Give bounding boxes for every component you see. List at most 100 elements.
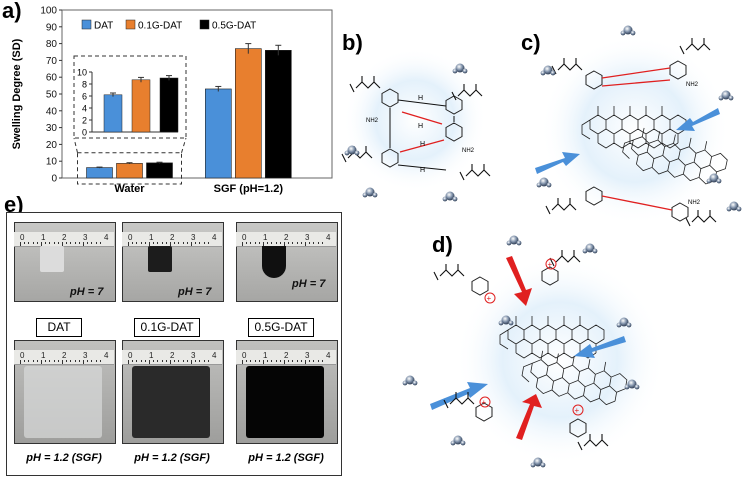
ruler-tick-label: 4 <box>326 233 331 242</box>
ruler-tick <box>288 242 290 244</box>
ruler-tick <box>53 242 55 244</box>
ruler-tick <box>41 242 42 246</box>
ruler-tick <box>279 360 281 362</box>
ruler-tick <box>157 360 159 362</box>
legend-swatch <box>125 19 136 30</box>
ruler-tick <box>28 242 30 244</box>
inset-y-tick-label: 8 <box>82 80 87 90</box>
ruler-tick-label: 2 <box>284 233 289 242</box>
h-label: H <box>418 95 423 102</box>
ruler-tick <box>128 242 129 246</box>
ruler-tick <box>149 242 150 246</box>
ruler-tick <box>66 360 68 362</box>
ruler-tick <box>99 360 101 362</box>
ruler-tick-label: 2 <box>62 351 67 360</box>
ruler-tick <box>36 242 38 244</box>
y-tick-label: 80 <box>46 39 58 50</box>
ruler-tick <box>292 242 294 244</box>
ruler-tick <box>203 360 205 362</box>
ruler-tick <box>45 360 47 362</box>
bar-0.1g-dat <box>235 48 262 179</box>
ruler-tick-label: 4 <box>212 233 217 242</box>
ruler-tick-label: 1 <box>149 351 154 360</box>
ruler-tick <box>49 242 51 244</box>
ruler-tick <box>271 360 273 362</box>
ruler-tick <box>279 242 281 244</box>
ruler-tick <box>317 360 319 362</box>
zoom-box <box>77 152 182 185</box>
ruler-tick-label: 3 <box>305 351 310 360</box>
ruler-tick <box>70 242 72 244</box>
inset-bar-0.5g-dat <box>159 77 179 133</box>
ruler-tick <box>275 242 277 244</box>
ruler-tick <box>74 360 76 362</box>
gel-sample <box>262 246 286 278</box>
ph-label: pH = 1.2 (SGF) <box>134 452 210 464</box>
ruler-tick-label: 1 <box>41 351 46 360</box>
ruler-tick <box>284 360 285 364</box>
ruler-tick <box>28 360 30 362</box>
ruler-tick <box>153 360 155 362</box>
ruler-tick <box>153 242 155 244</box>
ruler-tick-label: 0 <box>242 351 247 360</box>
ruler-tick-label: 4 <box>326 351 331 360</box>
ruler-tick <box>300 242 302 244</box>
ruler-tick-label: 3 <box>191 351 196 360</box>
y-tick-label: 0 <box>51 174 57 185</box>
ruler-tick <box>144 242 146 244</box>
ruler-tick <box>165 360 167 362</box>
ruler-tick <box>178 242 180 244</box>
panel-c-scheme: NH2 NH2 <box>535 25 742 227</box>
ruler-tick <box>305 242 306 246</box>
y-axis-label: Swelling Degree (SD) <box>11 38 23 149</box>
ruler-tick <box>74 242 76 244</box>
nh2-label: NH2 <box>462 148 475 154</box>
ph-label: pH = 1.2 (SGF) <box>248 452 324 464</box>
ruler-tick <box>136 242 138 244</box>
ruler-tick <box>250 360 252 362</box>
inset-y-tick-label: 4 <box>82 104 87 114</box>
ruler-tick <box>140 242 142 244</box>
y-tick-label: 40 <box>46 106 58 117</box>
ruler-tick <box>242 360 243 364</box>
legend-label: 0.1G-DAT <box>138 21 182 32</box>
ruler-tick-label: 3 <box>83 233 88 242</box>
ruler-tick-label: 0 <box>20 233 25 242</box>
ruler-tick <box>144 360 146 362</box>
bar-dat <box>205 88 232 179</box>
ruler-tick-label: 1 <box>41 233 46 242</box>
ruler-tick <box>199 242 201 244</box>
ruler-tick-label: 3 <box>191 233 196 242</box>
ruler-tick-label: 0 <box>128 351 133 360</box>
ruler-tick <box>20 360 21 364</box>
ruler-tick <box>186 360 188 362</box>
nh2-label: NH2 <box>686 82 699 88</box>
ruler-tick <box>186 242 188 244</box>
ruler-tick <box>300 360 302 362</box>
ruler-tick <box>66 242 68 244</box>
mechanism-scheme: NH2 NH2 H H H H NH2 NH2 <box>341 25 742 468</box>
nh2-label: NH2 <box>688 200 701 206</box>
ruler-tick-label: 1 <box>263 351 268 360</box>
ruler-tick <box>83 360 84 364</box>
ruler-tick <box>91 242 93 244</box>
ruler-tick <box>267 242 269 244</box>
ruler-tick <box>288 360 290 362</box>
panel-label-a: a) <box>2 0 22 23</box>
ruler-tick <box>263 360 264 364</box>
ruler-tick <box>91 360 93 362</box>
ruler-tick <box>275 360 277 362</box>
ruler-tick <box>45 242 47 244</box>
ruler-tick <box>62 242 63 246</box>
ruler-tick <box>267 360 269 362</box>
y-tick-label: 30 <box>46 123 58 134</box>
legend-swatch <box>81 19 92 30</box>
ruler-tick <box>170 360 171 364</box>
ruler-tick-label: 2 <box>284 351 289 360</box>
ruler-tick <box>191 242 192 246</box>
ruler-tick <box>24 360 26 362</box>
ruler-tick <box>140 360 142 362</box>
bar-0.5g-dat <box>146 162 173 179</box>
sample-caption: 0.5G-DAT <box>248 318 314 337</box>
